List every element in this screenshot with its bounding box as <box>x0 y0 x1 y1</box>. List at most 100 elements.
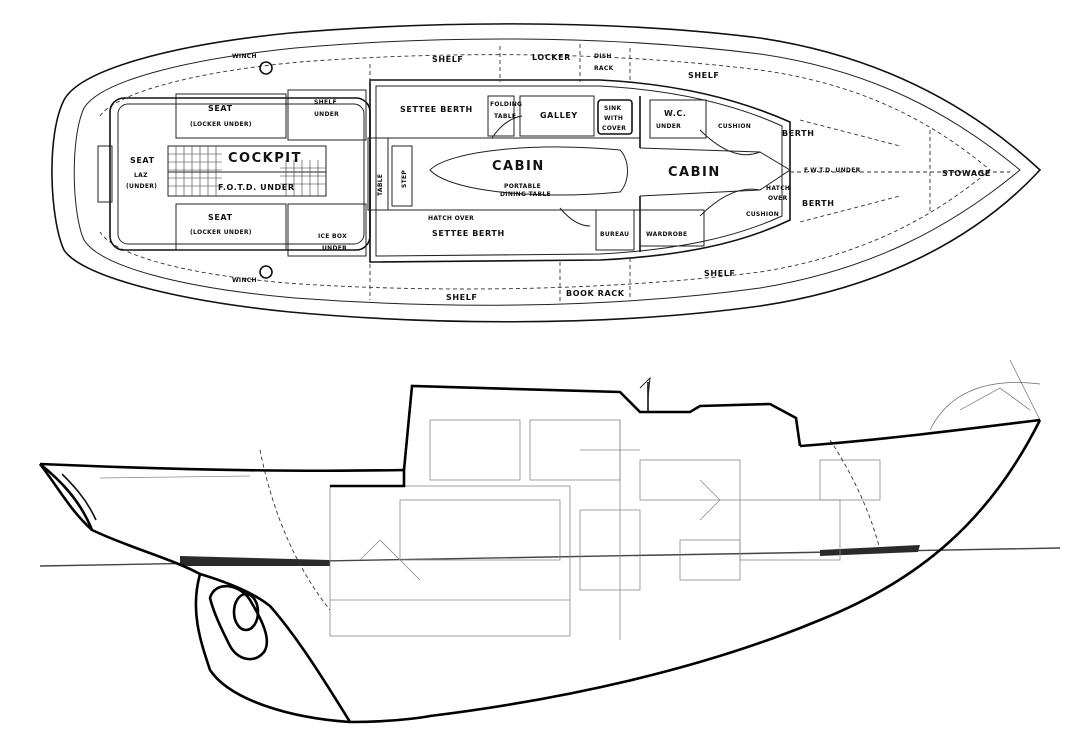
label-galley: GALLEY <box>540 111 578 120</box>
v-berth-curve-top <box>699 129 761 156</box>
label-sink-sub2: COVER <box>602 125 626 132</box>
plan-hull-outline <box>51 23 1042 323</box>
label-shelf-bottom: SHELF <box>446 293 477 302</box>
frame-arc-2 <box>829 439 881 551</box>
label-wc-sub: UNDER <box>656 123 681 130</box>
label-cabin-fwd: CABIN <box>668 165 721 180</box>
label-book-rack: BOOK RACK <box>566 289 625 298</box>
cockpit-grid <box>168 146 326 196</box>
label-folding-table-sub: TABLE <box>494 113 516 120</box>
dining-table <box>429 146 628 196</box>
label-laz-under: (UNDER) <box>126 183 157 190</box>
plan-view: WINCH WINCH SEAT LAZ (UNDER) SEAT (LOCKE… <box>51 23 1042 323</box>
winch-port <box>259 61 273 75</box>
boot-stripe <box>180 556 330 566</box>
label-fw-under: F.W.T.D. UNDER <box>804 167 861 174</box>
wc-box <box>649 99 707 139</box>
pulpit-2 <box>959 387 1031 411</box>
winch-stbd <box>259 265 273 279</box>
label-hatch-over-fwd-sub: OVER <box>768 195 788 202</box>
label-folding-table: FOLDING <box>490 101 522 108</box>
shelf-under-box <box>287 89 367 141</box>
seat-stbd-box <box>175 203 287 251</box>
label-wardrobe: WARDROBE <box>646 231 687 238</box>
label-dish-rack: DISH <box>594 53 612 60</box>
label-portable-sub: DINING TABLE <box>500 191 551 198</box>
label-winch-top: WINCH <box>232 53 257 60</box>
label-cabin-main: CABIN <box>492 159 545 174</box>
keel <box>199 572 352 723</box>
label-foot-under: F.O.T.D. UNDER <box>218 183 295 192</box>
shelf-dash-8 <box>799 119 901 147</box>
label-berth-top: BERTH <box>782 129 815 138</box>
transom-line <box>61 473 97 521</box>
wardrobe-box <box>639 209 705 247</box>
v-berth-curve-bottom <box>699 188 761 217</box>
label-shelf-under-sub: UNDER <box>314 111 339 118</box>
label-berth-bottom: BERTH <box>802 199 835 208</box>
frame-arc <box>259 449 331 611</box>
sink-box <box>597 99 633 135</box>
interior-detail <box>99 419 881 640</box>
label-wc: W.C. <box>664 109 687 118</box>
icebox-box <box>287 203 367 257</box>
label-step: STEP <box>401 170 408 188</box>
settee-curve-1 <box>559 207 591 227</box>
label-seat-stbd: SEAT <box>208 213 233 222</box>
label-shelf-bottom-fwd: SHELF <box>704 269 735 278</box>
rudder <box>208 584 269 661</box>
label-shelf-under: SHELF <box>314 99 337 106</box>
profile-view <box>38 359 1061 724</box>
label-seat-stbd-sub: (LOCKER UNDER) <box>190 229 252 236</box>
label-hatch-over-fwd: HATCH <box>766 185 790 192</box>
label-seat-port: SEAT <box>208 104 233 113</box>
label-portable: PORTABLE <box>504 183 541 190</box>
label-settee-bottom: SETTEE BERTH <box>432 229 505 238</box>
folding-table-box <box>487 95 515 137</box>
label-seat-aft: SEAT <box>130 156 155 165</box>
seat-port-box <box>175 93 287 139</box>
label-shelf-top-fwd: SHELF <box>688 71 719 80</box>
label-table: TABLE <box>377 174 384 196</box>
label-stowage: STOWAGE <box>942 169 991 178</box>
v-berth <box>639 147 791 197</box>
label-sink-sub: WITH <box>604 115 623 122</box>
label-icebox-sub: UNDER <box>322 245 347 252</box>
bureau-box <box>595 209 635 251</box>
label-cushion-bottom: CUSHION <box>746 211 779 218</box>
label-dish-rack-sub: RACK <box>594 65 614 72</box>
plan-toe-rail <box>99 54 991 290</box>
label-hatch-over: HATCH OVER <box>428 215 474 222</box>
cabin-house <box>402 384 802 471</box>
cockpit-coaming-inner <box>117 103 365 245</box>
prop-aperture <box>232 592 260 632</box>
settee-curve-2 <box>491 115 523 139</box>
label-shelf-top: SHELF <box>432 55 463 64</box>
transom-recess <box>97 145 113 203</box>
label-cockpit: COCKPIT <box>228 151 302 166</box>
label-seat-port-sub: (LOCKER UNDER) <box>190 121 252 128</box>
pulpit <box>929 382 1041 431</box>
forestay <box>1009 359 1041 421</box>
shelf-dash-9 <box>799 195 901 223</box>
label-laz: LAZ <box>134 172 148 179</box>
label-cushion-top: CUSHION <box>718 123 751 130</box>
label-winch-bottom: WINCH <box>232 277 257 284</box>
label-locker: LOCKER <box>532 53 571 62</box>
cabin-trunk <box>369 79 791 263</box>
boot-stripe-fwd <box>820 545 920 556</box>
cabin-trunk-inner <box>375 85 783 257</box>
label-settee-top: SETTEE BERTH <box>400 105 473 114</box>
label-sink: SINK <box>604 105 621 112</box>
label-bureau: BUREAU <box>600 231 629 238</box>
table-box <box>367 137 389 211</box>
sheer-line <box>39 418 1041 488</box>
hull-outline <box>39 419 1042 724</box>
cockpit-grating <box>167 145 327 197</box>
mast-mark <box>639 376 651 399</box>
plan-deck-inner <box>73 38 1021 306</box>
step-box <box>391 145 413 207</box>
stern-overhang <box>38 463 93 531</box>
label-icebox: ICE BOX <box>318 233 347 240</box>
